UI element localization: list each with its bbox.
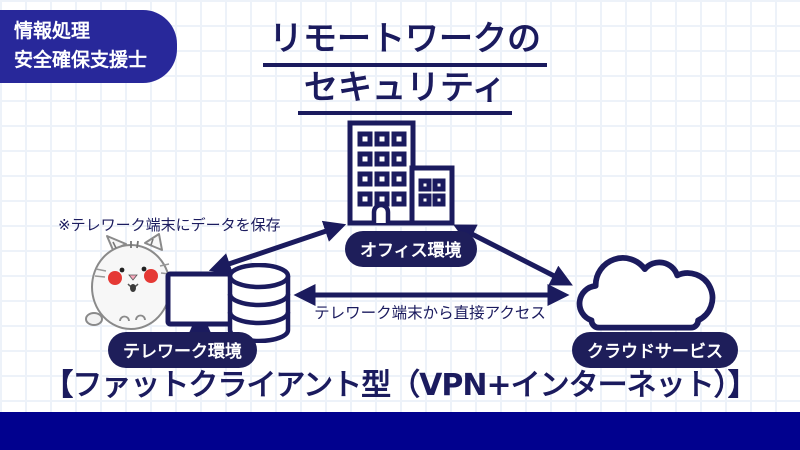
telework-data-note: ※テレワーク端末にデータを保存 <box>58 216 281 234</box>
telework-label: テレワーク環境 <box>108 332 257 368</box>
database-icon <box>227 263 291 343</box>
page-title-line2: セキュリティ <box>298 67 512 116</box>
direct-access-label: テレワーク端末から直接アクセス <box>314 304 546 322</box>
arrow-office-telework <box>208 220 347 275</box>
footer-bar <box>0 412 800 450</box>
page-title: リモートワークの セキュリティ <box>0 18 800 116</box>
footer-caption: 【ファットクライアント型（VPN+インターネット）】 <box>43 368 757 403</box>
arrow-office-cloud <box>453 224 573 286</box>
cat-mascot-illustration <box>85 233 171 330</box>
cloud-icon <box>576 255 716 331</box>
page-title-line1: リモートワークの <box>263 18 547 67</box>
specialist-badge: 情報処理 安全確保支援士 <box>0 10 178 83</box>
office-building-icon <box>347 120 455 226</box>
badge-line2: 安全確保支援士 <box>14 49 148 72</box>
badge-line1: 情報処理 <box>14 20 91 42</box>
cloud-label: クラウドサービス <box>572 332 738 368</box>
office-label: オフィス環境 <box>345 231 477 267</box>
